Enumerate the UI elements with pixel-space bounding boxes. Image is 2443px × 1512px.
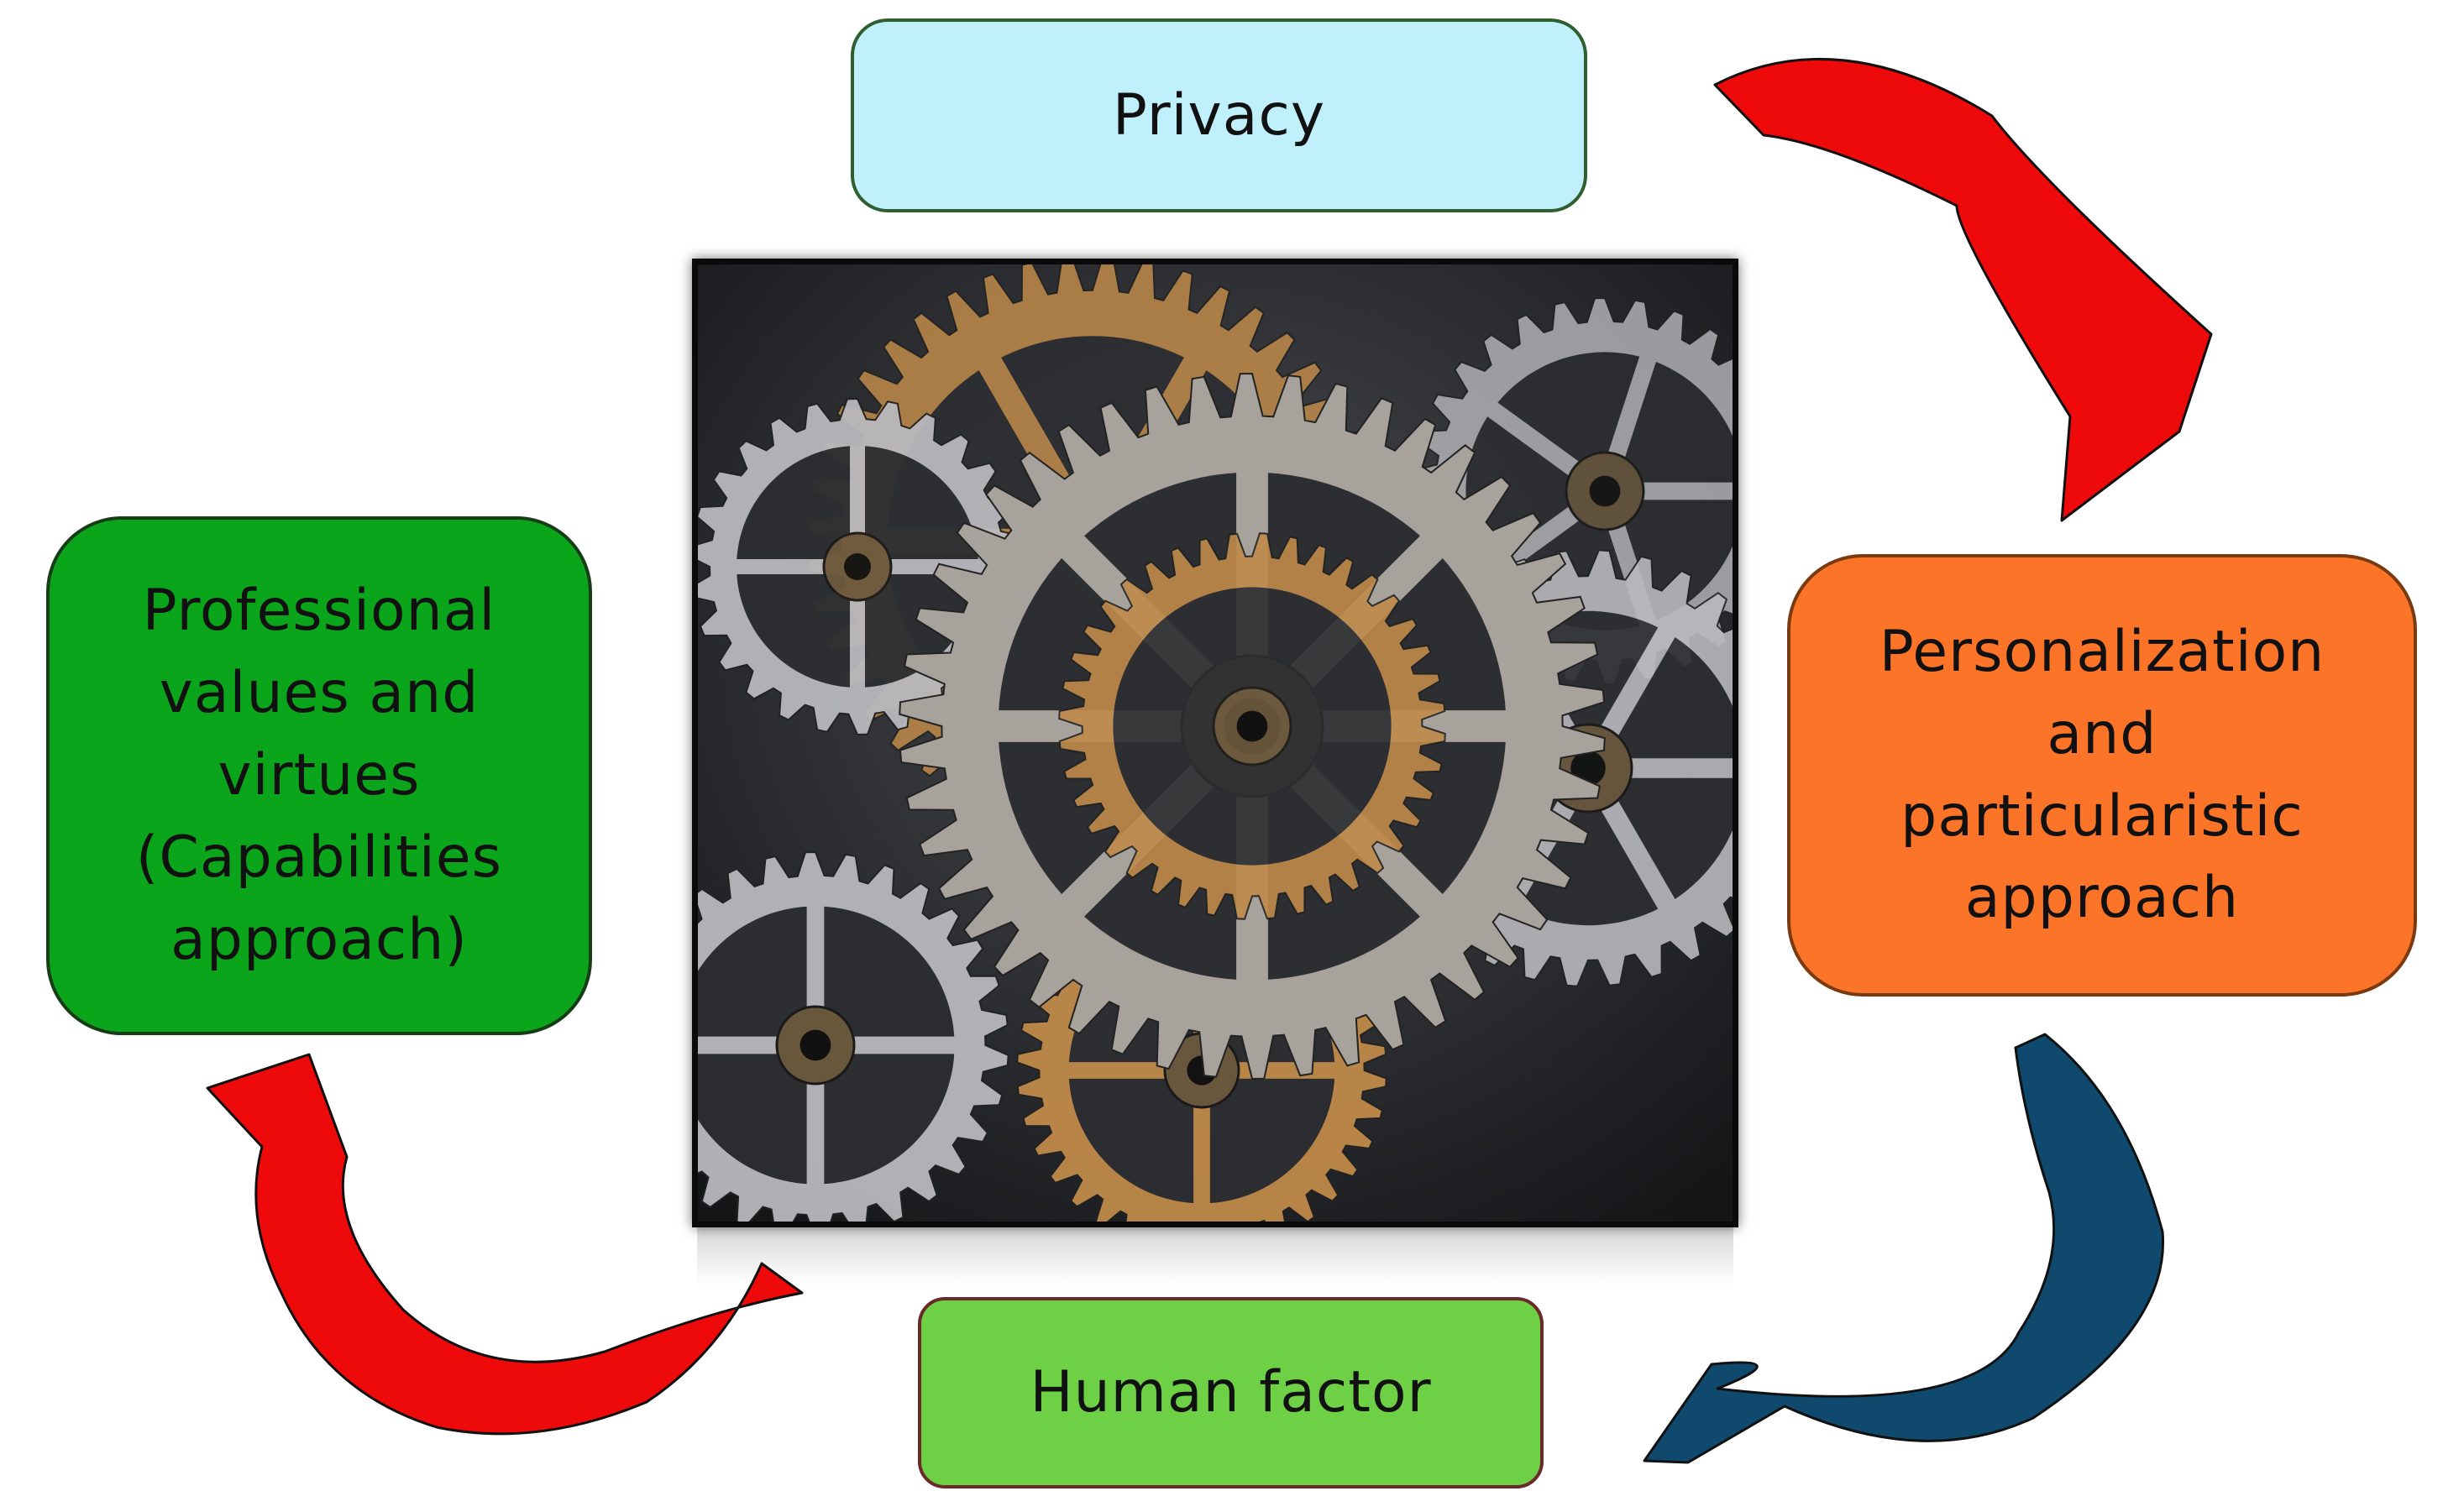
professional-line-5: approach) xyxy=(170,906,468,973)
professional-values-box: Professional values and virtues (Capabil… xyxy=(46,516,592,1035)
personalization-line-3: particularistic xyxy=(1900,782,2304,850)
gear-left-steel xyxy=(698,397,1026,736)
personalization-line-2: and xyxy=(2047,700,2157,767)
professional-line-4: (Capabilities xyxy=(135,824,503,891)
gears-photo-icon xyxy=(698,264,1733,1222)
personalization-line-1: Personalization xyxy=(1879,618,2325,685)
human-factor-label: Human factor xyxy=(1030,1359,1432,1426)
professional-line-2: values and xyxy=(159,660,480,727)
personalization-line-4: approach xyxy=(1964,865,2240,932)
arrow-privacy-to-personalization-icon xyxy=(1713,57,2213,522)
gears-photo-reflection xyxy=(697,1227,1733,1286)
privacy-box: Privacy xyxy=(851,18,1587,212)
privacy-label: Privacy xyxy=(1112,81,1326,149)
professional-line-3: virtues xyxy=(218,742,421,809)
gears-photo xyxy=(692,259,1738,1227)
human-factor-box: Human factor xyxy=(918,1297,1544,1488)
personalization-box: Personalization and particularistic appr… xyxy=(1787,554,2417,997)
professional-line-1: Professional xyxy=(142,578,496,645)
gear-main-inner xyxy=(1058,532,1446,920)
